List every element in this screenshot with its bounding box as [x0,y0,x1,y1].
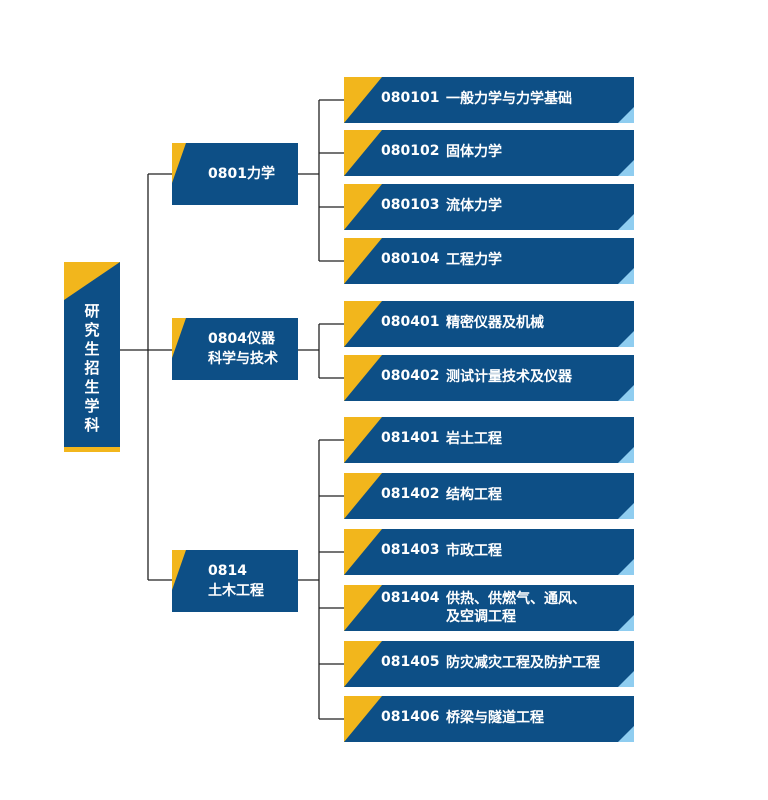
branch-label-line2: 土木工程 [208,583,264,599]
leaf-code: 081406 [381,709,440,725]
leaf-code: 081403 [381,542,440,558]
leaf-name: 固体力学 [446,144,502,160]
leaf-code: 080101 [381,90,440,106]
leaf-code: 080402 [381,368,440,384]
branch-label: 0801力学 [208,166,275,182]
leaf-080402: 080402 测试计量技术及仪器 [344,355,634,401]
leaf-name: 岩土工程 [446,431,502,447]
root-accent [64,262,120,300]
branch-label-line1: 0804仪器 [208,331,275,347]
leaf-code: 081402 [381,486,440,502]
leaf-code: 080401 [381,314,440,330]
leaf-080401: 080401 精密仪器及机械 [344,301,634,347]
leaf-name: 桥梁与隧道工程 [446,710,544,726]
leaf-name: 一般力学与力学基础 [446,91,572,107]
leaf-081402: 081402 结构工程 [344,473,634,519]
leaf-name-lines: 供热、供燃气、通风、 及空调工程 [446,590,586,626]
leaf-name: 精密仪器及机械 [446,315,544,331]
leaf-081404: 081404 供热、供燃气、通风、 及空调工程 [344,585,634,631]
branch-node-0814: 0814 土木工程 [172,550,298,612]
leaf-081405: 081405 防灾减灾工程及防护工程 [344,641,634,687]
leaf-name: 测试计量技术及仪器 [446,369,572,385]
leaf-080102: 080102 固体力学 [344,130,634,176]
leaf-code: 080103 [381,197,440,213]
leaf-name: 结构工程 [446,487,502,503]
leaf-name: 市政工程 [446,543,502,559]
root-node: 研究生招生学科 [64,262,120,452]
leaf-code: 080102 [381,143,440,159]
leaf-name: 流体力学 [446,198,502,214]
leaf-name: 防灾减灾工程及防护工程 [446,655,600,671]
leaf-name: 工程力学 [446,252,502,268]
leaf-name-line2: 及空调工程 [446,609,516,625]
branch-label-line2: 科学与技术 [208,351,278,367]
leaf-080103: 080103 流体力学 [344,184,634,230]
leaf-080101: 080101 一般力学与力学基础 [344,77,634,123]
leaf-081401: 081401 岩土工程 [344,417,634,463]
leaf-code: 081404 [381,590,440,606]
branch-node-0801: 0801力学 [172,143,298,205]
leaf-080104: 080104 工程力学 [344,238,634,284]
leaf-code: 080104 [381,251,440,267]
leaf-081403: 081403 市政工程 [344,529,634,575]
root-accent-bar [64,447,120,452]
leaf-name-line1: 供热、供燃气、通风、 [446,591,586,607]
leaf-code: 081401 [381,430,440,446]
root-label: 研究生招生学科 [84,302,100,434]
branch-label-line1: 0814 [208,563,247,579]
branch-node-0804: 0804仪器 科学与技术 [172,318,298,380]
leaf-081406: 081406 桥梁与隧道工程 [344,696,634,742]
leaf-code: 081405 [381,654,440,670]
